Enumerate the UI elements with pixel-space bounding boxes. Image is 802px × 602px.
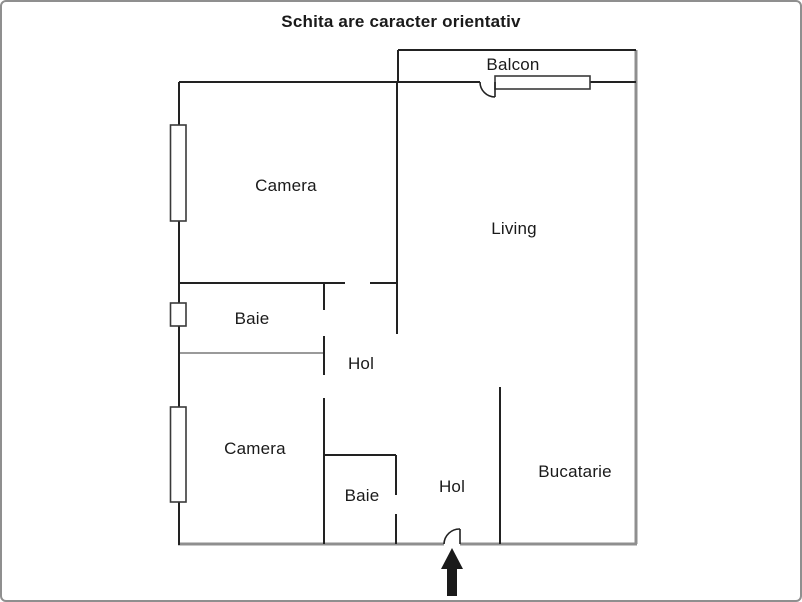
room-label-hol-bottom: Hol — [438, 477, 466, 496]
room-label-baie-top: Baie — [234, 309, 270, 328]
room-label-hol-top: Hol — [347, 354, 375, 373]
room-label-baie-bottom: Baie — [344, 486, 380, 505]
page-title: Schita are caracter orientativ — [281, 12, 521, 31]
door-arc-icon-balcony — [479, 81, 496, 98]
window-icon-balcony — [494, 75, 591, 90]
room-label-camera-top: Camera — [255, 176, 317, 195]
entrance-up-arrow-icon — [441, 548, 463, 596]
window-icon-camera-top — [169, 124, 187, 222]
door-arc-icon-entrance — [443, 528, 461, 545]
outer-gray-walls — [178, 50, 638, 546]
room-label-bucatarie: Bucatarie — [538, 462, 612, 481]
door-swings — [443, 81, 496, 545]
window-icon-camera-bottom — [169, 406, 187, 503]
room-label-camera-bottom: Camera — [224, 439, 286, 458]
room-label-balcon: Balcon — [486, 55, 540, 74]
window-markers — [169, 75, 591, 503]
window-icon-baie-top — [169, 302, 187, 327]
room-label-living: Living — [491, 219, 537, 238]
